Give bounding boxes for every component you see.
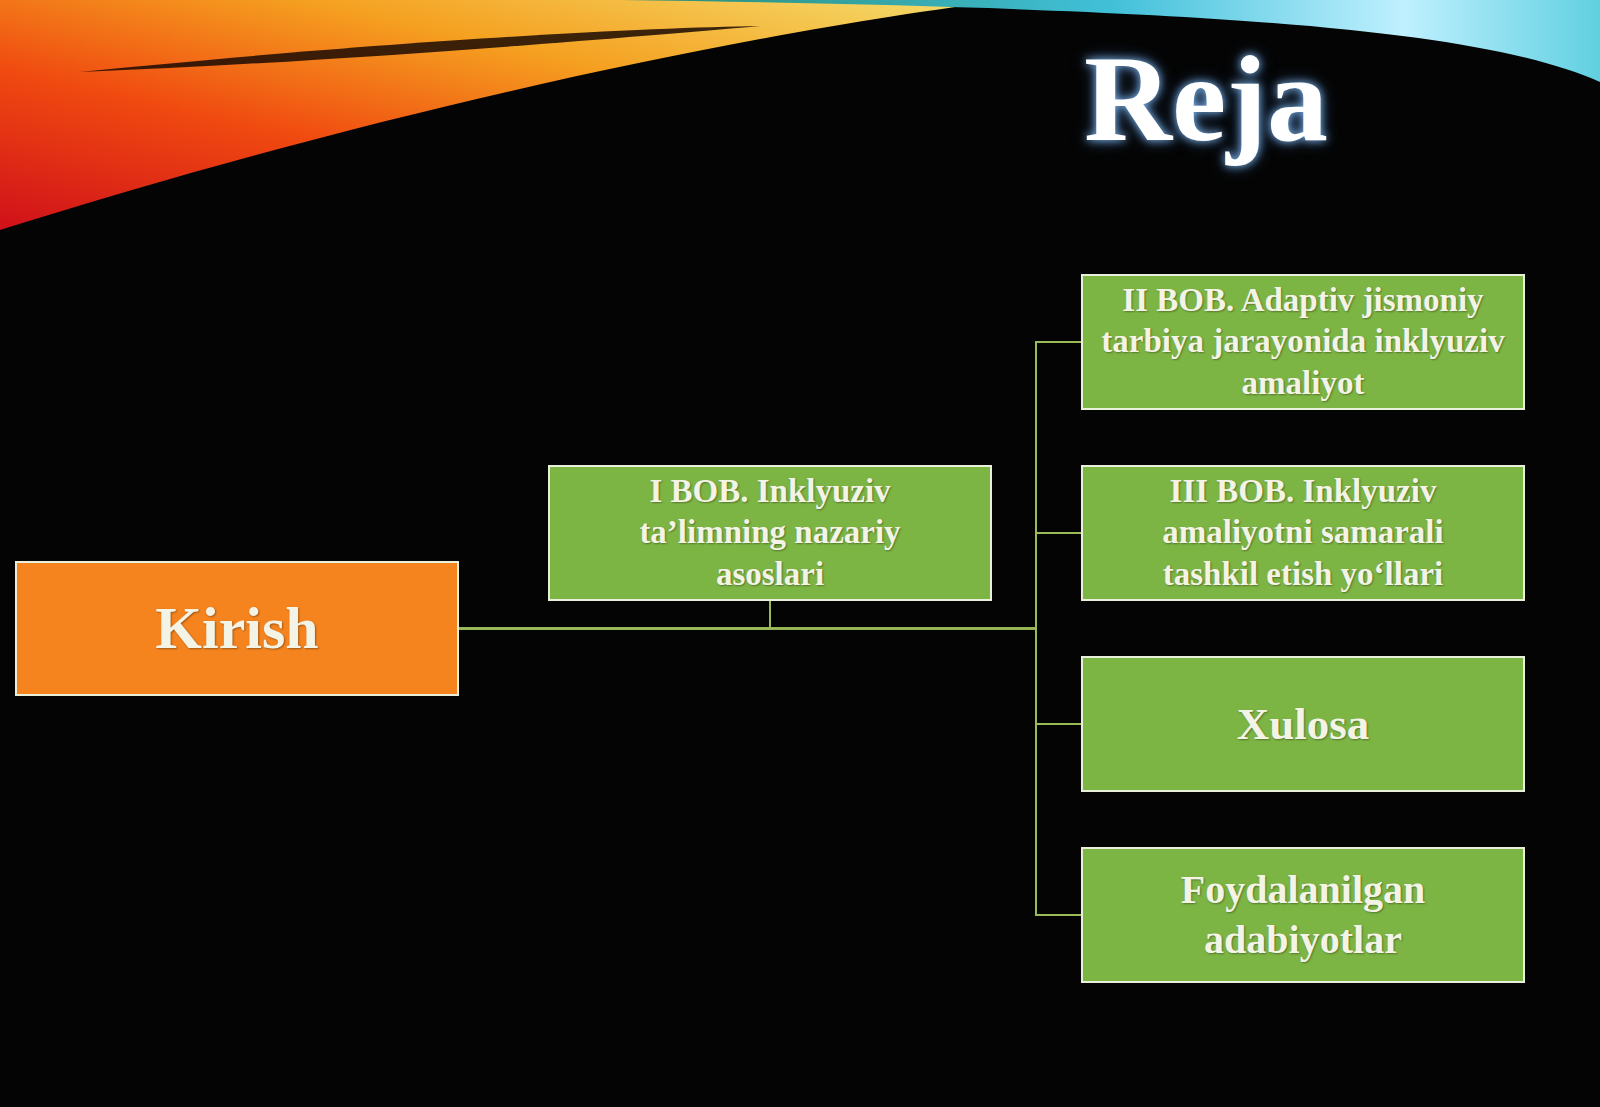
connector-line: [459, 629, 1081, 725]
intro-box: Kirish: [15, 561, 459, 696]
connector-line: [459, 342, 1081, 629]
box-label: III BOB. Inklyuziv amaliyotni samarali t…: [1123, 471, 1483, 595]
chapter-box: III BOB. Inklyuziv amaliyotni samarali t…: [1081, 465, 1525, 601]
box-label: II BOB. Adaptiv jismoniy tarbiya jarayon…: [1088, 280, 1518, 404]
connector-line: [459, 601, 770, 629]
box-label: Xulosa: [1237, 696, 1370, 752]
box-label: I BOB. Inklyuziv ta’limning nazariy asos…: [605, 471, 935, 595]
dark-streak: [80, 26, 760, 72]
box-label: Kirish: [155, 591, 318, 666]
chapter-box: II BOB. Adaptiv jismoniy tarbiya jarayon…: [1081, 274, 1525, 410]
connector-line: [459, 629, 1081, 916]
references-box: Foydalanilgan adabiyotlar: [1081, 847, 1525, 983]
chapter-box: I BOB. Inklyuziv ta’limning nazariy asos…: [548, 465, 992, 601]
box-label: Foydalanilgan adabiyotlar: [1133, 865, 1473, 965]
warm-swoosh: [0, 0, 1010, 230]
slide-title: Reja: [1084, 38, 1328, 160]
conclusion-box: Xulosa: [1081, 656, 1525, 792]
